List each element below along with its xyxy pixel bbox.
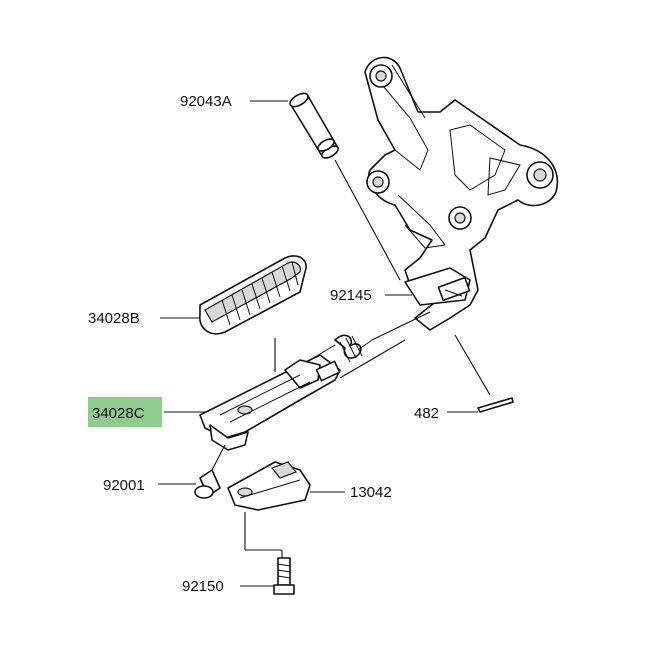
- footpeg-34028C: [199, 339, 406, 471]
- bolt-92001: [194, 469, 221, 499]
- label-92001: 92001: [103, 477, 145, 494]
- highlight-34028C: [88, 397, 162, 427]
- label-92043A: 92043A: [180, 93, 232, 110]
- label-34028B: 34028B: [88, 310, 140, 327]
- label-34028C: 34028C: [92, 405, 145, 422]
- label-13042: 13042: [350, 484, 392, 501]
- pin-92043A: [289, 92, 401, 281]
- bolt-92150: [273, 557, 295, 595]
- label-92145: 92145: [330, 287, 372, 304]
- rubber-pad-34028B: [199, 255, 307, 372]
- spring-92145: [309, 311, 431, 363]
- label-482: 482: [414, 405, 439, 422]
- leader-lines: [158, 100, 478, 587]
- guide-13042: [227, 461, 311, 558]
- label-92150: 92150: [182, 578, 224, 595]
- cotter-pin-482: [454, 334, 514, 413]
- footrest-bracket: [364, 56, 559, 331]
